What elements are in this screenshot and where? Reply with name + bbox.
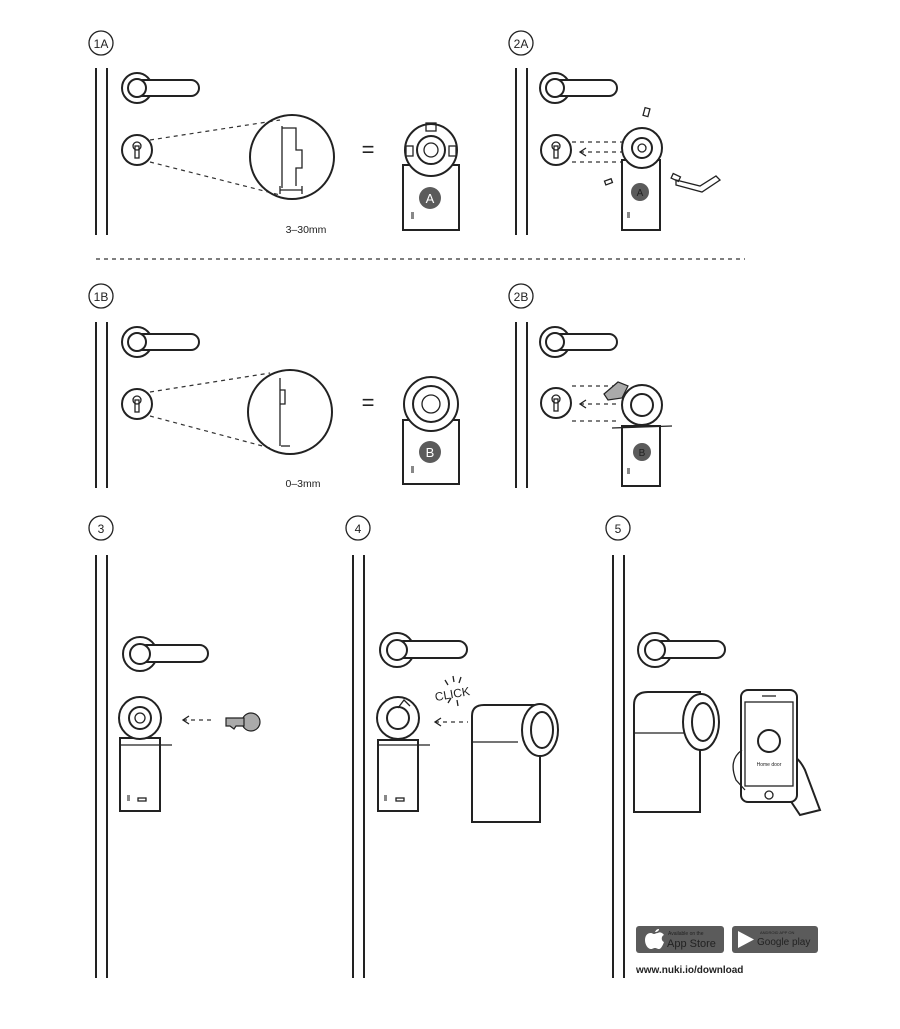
- step-2a-circle: [508, 30, 534, 56]
- step-1a: 1A 3–30mm =: [88, 30, 460, 236]
- equals-sign-b: =: [362, 390, 375, 415]
- adapter-b-1b: B: [402, 376, 460, 485]
- door-handle-1b: [121, 326, 200, 358]
- google-play-big-text: Google play: [757, 937, 810, 948]
- step-3-circle: [88, 515, 114, 541]
- cylinder-escutcheon-1a: [121, 134, 153, 166]
- smart-lock-device-5: [633, 691, 720, 813]
- door-handle-1a: [121, 72, 200, 104]
- phone-user-name: Home door: [757, 762, 782, 768]
- cylinder-escutcheon-1b: [121, 388, 153, 420]
- step-4: 4 CLICK: [345, 515, 559, 978]
- zoom-line-top-1a: [149, 119, 281, 141]
- adapter-a-2a-badge-label: A: [637, 188, 644, 199]
- adapter-a-1a: A: [402, 122, 460, 231]
- insert-arrow-head-3: [181, 715, 190, 725]
- adapter-b-2b-badge-label: B: [639, 448, 646, 459]
- google-play-small-text: ANDROID APP ON: [760, 930, 794, 935]
- screw-parts-2a: [603, 106, 682, 186]
- app-store-big-text: App Store: [667, 938, 716, 950]
- adapter-a-badge-label: A: [426, 191, 435, 206]
- door-handle-2b: [539, 326, 618, 358]
- zoom-line-top-1b: [149, 372, 271, 393]
- app-store-badge: Available on the App Store: [636, 926, 724, 953]
- key-icon-2b: [603, 381, 629, 401]
- step-5-label: 5: [615, 522, 622, 536]
- adapter-a-mounting-2a: A: [621, 127, 663, 231]
- step-3: 3: [88, 515, 261, 978]
- apple-icon: [645, 929, 664, 949]
- zoom-line-bottom-1a: [149, 161, 281, 196]
- adapter-b-badge-label: B: [426, 445, 435, 460]
- step-3-label: 3: [98, 522, 105, 536]
- cylinder-zoom-1b: [247, 369, 333, 455]
- door-handle-4: [379, 632, 468, 668]
- cylinder-escutcheon-2b: [540, 387, 572, 419]
- smart-lock-device-4: [471, 703, 559, 823]
- cylinder-escutcheon-2a: [540, 134, 572, 166]
- step-1b-label: 1B: [94, 290, 109, 304]
- step-1a-label: 1A: [94, 37, 109, 51]
- click-text: CLICK: [434, 684, 471, 704]
- key-icon-3: [225, 712, 261, 732]
- play-icon: [738, 931, 754, 948]
- step-2a: 2A A: [508, 30, 722, 235]
- step-4-circle: [345, 515, 371, 541]
- smartphone-app: Home door: [732, 689, 822, 817]
- mount-arrow-head-2a: [578, 147, 587, 157]
- step-2b-circle: [508, 283, 534, 309]
- step-5-circle: [605, 515, 631, 541]
- adapter-a-badge: [419, 187, 441, 209]
- step-2a-label: 2A: [514, 37, 529, 51]
- app-store-small-text: Available on the: [668, 931, 704, 937]
- door-handle-2a: [539, 72, 618, 104]
- step-1a-circle: [88, 30, 114, 56]
- step-2b-label: 2B: [514, 290, 529, 304]
- hex-key-icon: [675, 175, 722, 193]
- door-handle-3: [122, 636, 209, 672]
- step-1b: 1B 0–3mm = B: [88, 283, 460, 490]
- adapter-b-mounting-2b: B: [611, 384, 673, 487]
- adapter-b-badge: [419, 441, 441, 463]
- click-indicator: CLICK: [434, 675, 471, 707]
- mount-arrow-head-2b: [578, 399, 587, 409]
- insert-arrow-head-4: [433, 717, 442, 727]
- measurement-a-label: 3–30mm: [286, 224, 327, 236]
- equals-sign-a: =: [362, 137, 375, 162]
- phone-lock-button: [757, 729, 781, 753]
- download-url: www.nuki.io/download: [635, 965, 743, 976]
- step-4-label: 4: [355, 522, 362, 536]
- measurement-b-label: 0–3mm: [285, 478, 320, 490]
- mounting-plate-4: [376, 696, 430, 812]
- google-play-badge: ANDROID APP ON Google play: [732, 926, 818, 953]
- step-1b-circle: [88, 283, 114, 309]
- mounting-plate-3: [118, 696, 172, 812]
- cylinder-zoom-1a: [249, 114, 335, 200]
- step-5: 5 Home door Available on the: [605, 515, 822, 978]
- door-handle-5: [637, 632, 726, 668]
- step-2b: 2B B: [508, 283, 673, 488]
- thumb-graphic: [732, 749, 746, 791]
